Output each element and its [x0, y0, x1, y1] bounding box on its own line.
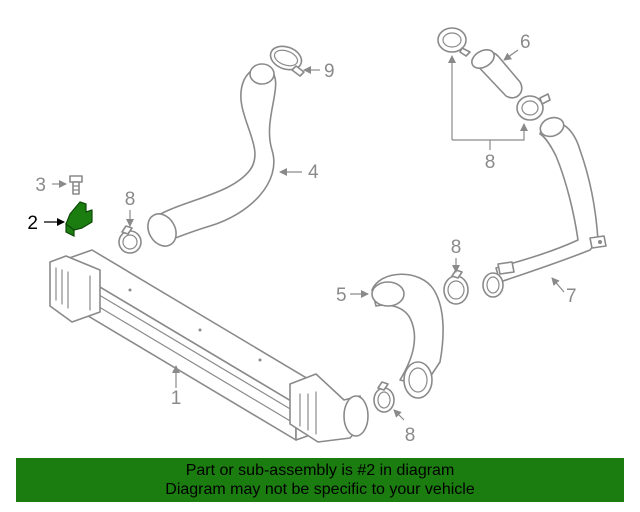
banner-line-1: Part or sub-assembly is #2 in diagram [185, 462, 455, 479]
hose-clamp-9-part[interactable] [267, 42, 305, 77]
callout-9: 9 [324, 61, 335, 82]
intercooler-parts-diagram: 1 2 3 4 9 8 [27, 27, 607, 446]
callout-6: 6 [520, 32, 531, 53]
hose-5-part[interactable] [371, 273, 444, 399]
intake-hose-6-part[interactable] [469, 46, 523, 99]
callout-8-bottom: 8 [405, 425, 416, 446]
bracket-part-highlighted[interactable] [65, 201, 93, 237]
callout-7-leader [551, 277, 565, 293]
hose-clamp-6b-part[interactable] [516, 93, 551, 121]
callout-2: 2 [27, 213, 38, 234]
bolt-part[interactable] [69, 175, 83, 195]
callout-8-left: 8 [125, 189, 136, 210]
callout-3: 3 [35, 175, 46, 196]
intercooler-part[interactable] [49, 249, 369, 443]
callout-8-right: 8 [485, 152, 496, 173]
callout-7: 7 [566, 286, 577, 307]
callout-6-leader [503, 49, 519, 61]
callout-8-right-bracket [448, 55, 528, 150]
callout-8-middle: 8 [451, 237, 462, 258]
banner-line-2: Diagram may not be specific to your vehi… [165, 481, 475, 498]
callout-4: 4 [308, 162, 319, 183]
hose-clamp-6a-part[interactable] [437, 27, 471, 57]
notice-banner: Part or sub-assembly is #2 in diagram Di… [16, 458, 624, 502]
charge-air-hose-part[interactable] [142, 63, 277, 251]
charge-pipe-7-part[interactable] [482, 114, 607, 298]
callout-1: 1 [171, 388, 182, 409]
hose-clamp-8-bottom-part[interactable] [373, 381, 395, 413]
callout-5: 5 [336, 285, 347, 306]
callout-8-bottom-leader [393, 409, 405, 421]
hose-clamp-8-middle-part[interactable] [443, 269, 469, 305]
hose-clamp-8-left-part[interactable] [118, 225, 142, 254]
